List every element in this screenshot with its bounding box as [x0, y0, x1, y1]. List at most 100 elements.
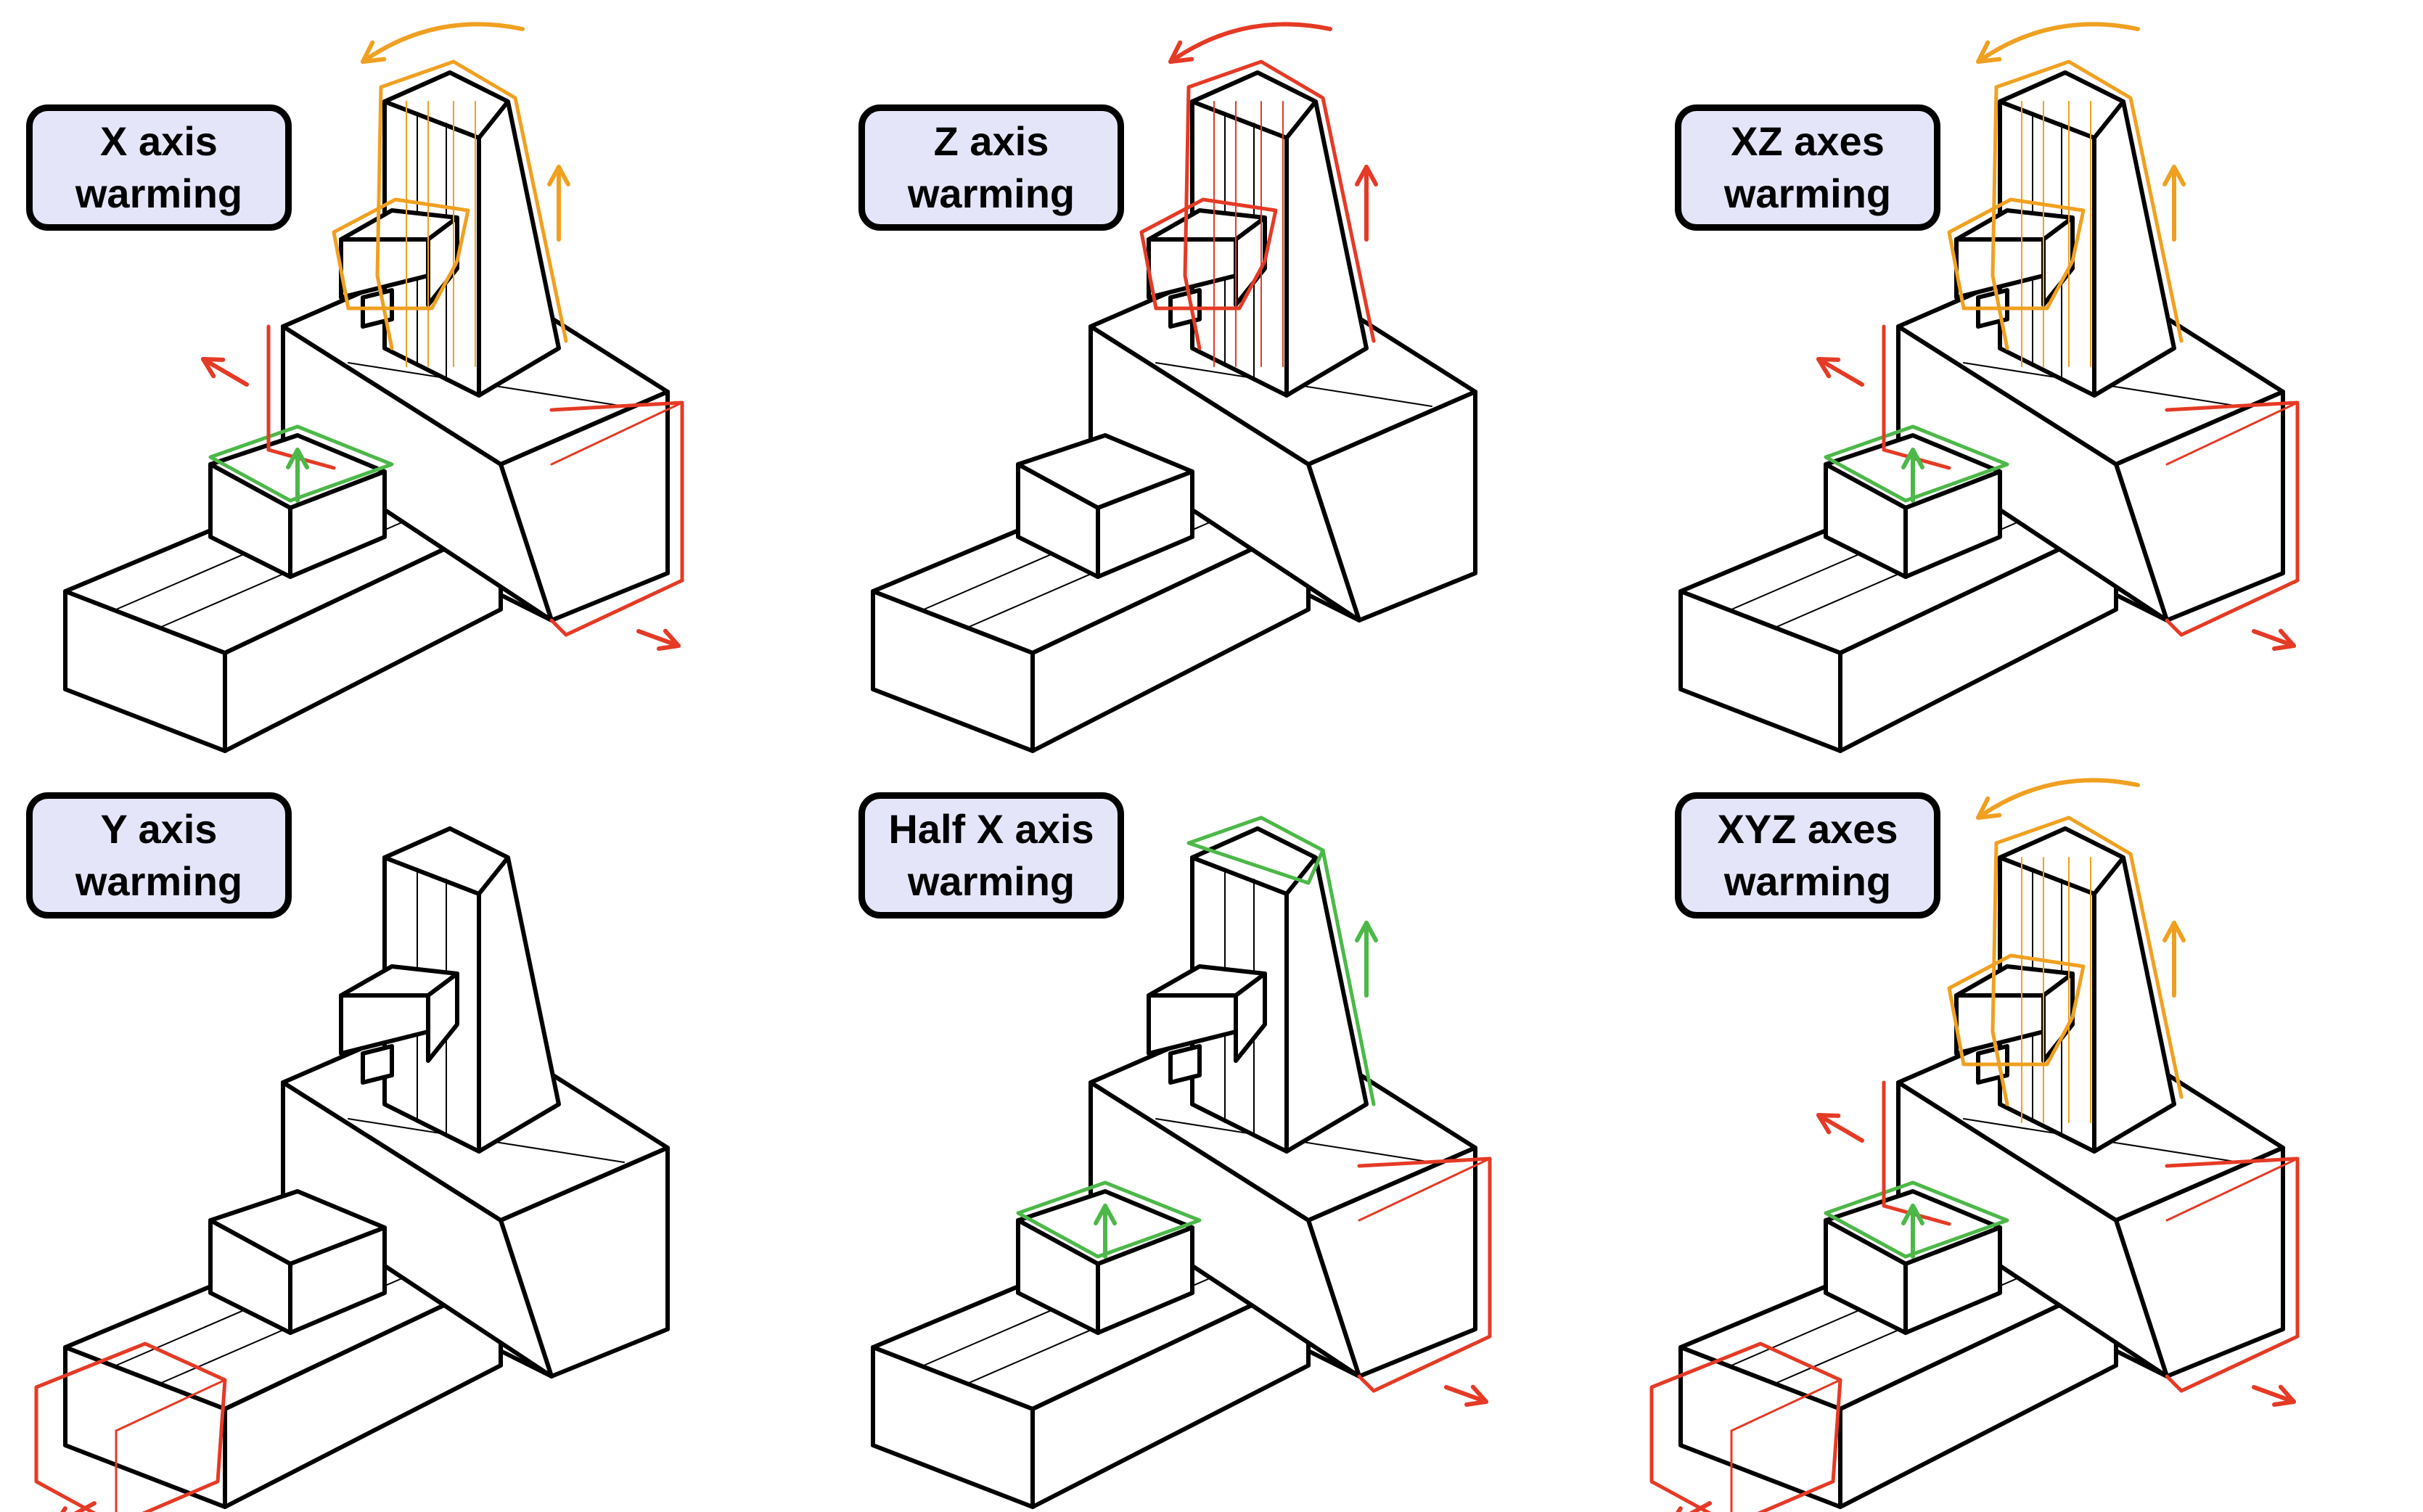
bed-side-face: [223, 1276, 503, 1509]
vertical-growth-arrow: [2162, 165, 2186, 242]
body-end-highlight: [2165, 400, 2300, 637]
bed-side-face: [1838, 520, 2118, 753]
bed-side-face: [1030, 1276, 1311, 1509]
column-highlight: [1186, 59, 1376, 343]
column-shift-highlight: [266, 324, 336, 470]
spindle: [361, 1044, 394, 1085]
column-highlight: [1991, 841, 2009, 1106]
column-highlight: [379, 59, 568, 343]
table-side: [1903, 1225, 2002, 1335]
column-top: [1190, 826, 1318, 896]
label-y-axis-warming: Y axis warming: [26, 792, 292, 919]
column-shift-highlight: [1882, 1080, 1951, 1226]
vertical-growth-arrow: [1355, 165, 1378, 242]
base-end-highlight-line: [115, 1379, 226, 1432]
column-shift-highlight: [1882, 324, 1951, 470]
label-line-1: XZ axes: [1731, 118, 1885, 164]
bed-side-face: [1838, 1276, 2118, 1509]
machine-xz: [1678, 22, 2300, 753]
label-line-2: warming: [1723, 170, 1892, 216]
vertical-growth-arrow: [547, 165, 570, 242]
body-end-highlight-line: [2165, 401, 2299, 466]
table-side: [1096, 469, 1194, 579]
label-line-1: XYZ axes: [1717, 806, 1898, 852]
bed-side-face: [223, 520, 503, 753]
head-highlight: [1947, 197, 2086, 311]
rotation-arrow: [1168, 22, 1332, 64]
label-line-2: warming: [907, 858, 1075, 904]
table-up-arrow: [286, 448, 309, 503]
body-end-highlight: [2165, 1156, 2300, 1393]
body-end-highlight: [549, 400, 684, 637]
column-top: [1998, 826, 2125, 896]
label-xz-axes-warming: XZ axes warming: [1675, 104, 1940, 231]
body-front-face: [281, 1080, 554, 1379]
body-front-face: [1088, 324, 1361, 623]
panel-y-axis: Y axis warming: [0, 756, 808, 1512]
label-line-2: warming: [75, 170, 243, 216]
body-end-highlight-line: [550, 401, 684, 466]
column-highlight: [1183, 85, 1202, 350]
base-end-highlight: [34, 1342, 227, 1512]
label-line-2: warming: [75, 858, 243, 904]
label-line-2: warming: [1723, 858, 1892, 904]
right-shift-arrow: [2252, 628, 2296, 652]
bed-side-face: [1030, 520, 1311, 753]
label-line-1: X axis: [100, 118, 218, 164]
table-up-arrow: [1901, 448, 1924, 503]
base-left-arrow: [60, 1501, 97, 1512]
body-end-highlight-line: [1358, 1157, 1491, 1222]
label-xyz-axes-warming: XYZ axes warming: [1675, 792, 1940, 919]
panel-xz-axes: XZ axes warming: [1615, 0, 2423, 756]
table-up-arrow: [1901, 1204, 1924, 1259]
column-highlight: [1994, 59, 2184, 343]
head-highlight: [1947, 953, 2086, 1067]
body-end-highlight: [1357, 1156, 1492, 1393]
label-z-axis-warming: Z axis warming: [858, 104, 1124, 231]
table-up-arrow: [1094, 1204, 1117, 1259]
head-highlight: [332, 197, 470, 311]
left-shift-arrow: [1816, 357, 1864, 387]
column-top: [382, 826, 510, 896]
panel-xyz-axes: XYZ axes warming: [1615, 756, 2423, 1512]
left-shift-arrow: [201, 357, 249, 387]
label-half-x-axis-warming: Half X axis warming: [858, 792, 1124, 919]
machine-y: [34, 826, 670, 1512]
base-end-highlight-line: [1730, 1379, 1842, 1432]
table-top-highlight: [1016, 1180, 1202, 1259]
right-shift-arrow: [636, 628, 681, 652]
rotation-arrow: [1976, 22, 2140, 64]
column-top: [1190, 70, 1318, 140]
rotation-arrow: [361, 22, 525, 64]
column-highlight: [1994, 815, 2184, 1099]
label-x-axis-warming: X axis warming: [26, 104, 292, 231]
machine-x: [63, 22, 684, 753]
vertical-growth-arrow: [2162, 921, 2186, 998]
vertical-growth-arrow: [1355, 921, 1378, 998]
base-left-arrow: [1676, 1501, 1712, 1512]
right-shift-arrow: [1444, 1384, 1488, 1408]
machine-halfx: [871, 815, 1492, 1509]
column-edge-highlight: [1321, 848, 1376, 1106]
rotation-arrow: [1976, 778, 2140, 820]
panel-x-axis: X axis warming: [0, 0, 808, 756]
head-highlight: [1139, 197, 1278, 311]
machine-z: [871, 22, 1477, 753]
column-top: [1998, 70, 2125, 140]
table-side: [1903, 469, 2002, 579]
panel-half-x-axis: Half X axis warming: [808, 756, 1615, 1512]
label-line-1: Y axis: [100, 806, 218, 852]
machine-xyz: [1649, 778, 2300, 1512]
column-top: [382, 70, 510, 140]
label-line-1: Half X axis: [888, 806, 1094, 852]
table-side: [288, 469, 387, 579]
column-highlight: [375, 85, 394, 350]
label-line-2: warming: [907, 170, 1075, 216]
base-end-highlight: [1649, 1342, 1842, 1512]
head-side: [1234, 971, 1267, 1063]
table-side: [288, 1225, 387, 1335]
left-shift-arrow: [1816, 1113, 1864, 1143]
head-side: [426, 971, 459, 1063]
body-end-highlight-line: [2165, 1157, 2299, 1222]
